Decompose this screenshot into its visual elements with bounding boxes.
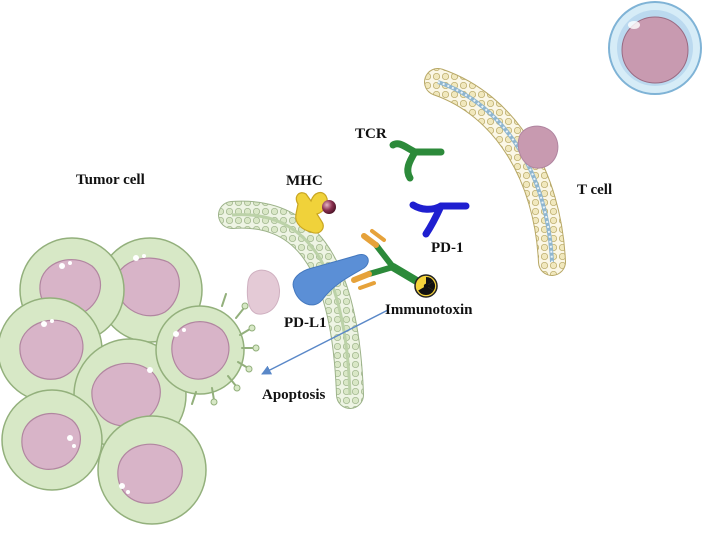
label-apoptosis: Apoptosis [262,387,326,403]
tcr-receptor [389,140,445,182]
pd1-receptor [409,201,470,238]
mhc-molecule [295,191,336,234]
apoptosis-arrow [261,309,389,375]
immunotoxin-antibody [351,229,424,290]
label-t-cell: T cell [577,182,613,198]
tumor-cell [97,415,207,525]
label-tcr: TCR [355,126,387,142]
radiation-icon [414,274,438,298]
tumor-cell [1,389,103,491]
label-pdl1: PD-L1 [284,315,327,331]
label-immunotoxin: Immunotoxin [385,302,473,318]
label-tumor-cell: Tumor cell [76,172,145,188]
tumor-nucleus-fragment [246,269,280,315]
tumor-membrane [218,200,364,409]
tumor-cell-cluster [0,237,260,525]
label-mhc: MHC [286,173,323,189]
apoptotic-tumor-cell [155,293,260,406]
lymphocyte [608,1,702,95]
label-pd1: PD-1 [431,240,464,256]
tumor-cell [0,297,103,403]
mhc-peptide [322,200,336,214]
pdl1-molecule [292,253,369,306]
t-cell-membrane [424,68,566,276]
t-cell-nucleus [517,125,559,169]
